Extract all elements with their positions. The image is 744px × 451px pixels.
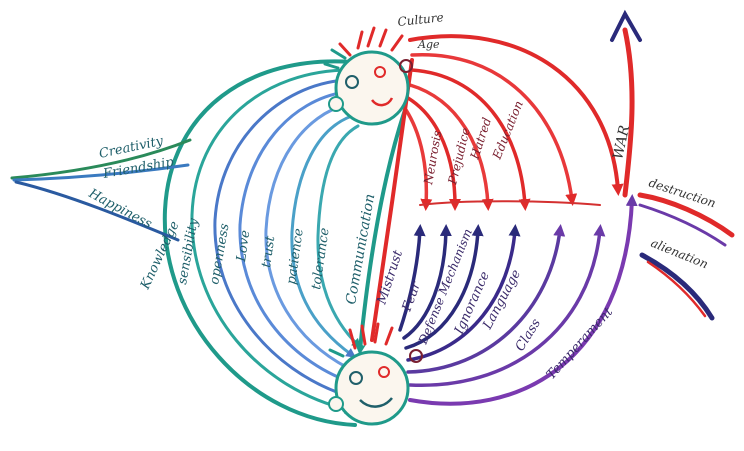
label-love: Love xyxy=(234,229,253,264)
bottom-hair-green xyxy=(330,350,343,356)
bottom-face-head xyxy=(336,352,408,424)
label-education: Education xyxy=(489,99,525,162)
outcome-arrows xyxy=(612,14,732,318)
label-happiness: Happiness xyxy=(85,186,154,232)
blue-arc-3 xyxy=(266,104,348,368)
left-branch-labels: Creativity Friendship Happiness xyxy=(85,134,175,233)
top-face-head xyxy=(336,52,408,124)
left-arc-labels: Knowledge sensibility openness Love trus… xyxy=(138,193,379,306)
label-fear: Fear xyxy=(399,279,424,314)
label-temperament: Temperament xyxy=(544,304,617,382)
top-labels: Culture Age xyxy=(397,10,444,51)
top-hair-green xyxy=(325,50,345,68)
alienation-arrow-red xyxy=(648,262,705,316)
navy-arc-7 xyxy=(400,230,420,330)
label-culture: Culture xyxy=(397,10,444,29)
label-trust: trust xyxy=(259,234,278,268)
top-ear xyxy=(329,97,343,111)
bottom-face xyxy=(329,324,422,424)
bottom-ear xyxy=(329,397,343,411)
red-arc-6 xyxy=(406,110,426,205)
top-face xyxy=(325,28,412,124)
label-age: Age xyxy=(417,38,440,51)
label-mistrust: Mistrust xyxy=(374,248,406,307)
red-wave-mid xyxy=(420,201,600,205)
label-patience: patience xyxy=(284,227,307,285)
label-openness: openness xyxy=(207,222,233,286)
war-arrow xyxy=(625,30,632,195)
label-tolerance: tolerance xyxy=(309,227,333,291)
red-arc-labels: Neurosis Prejudice Hatred Education xyxy=(421,99,526,187)
